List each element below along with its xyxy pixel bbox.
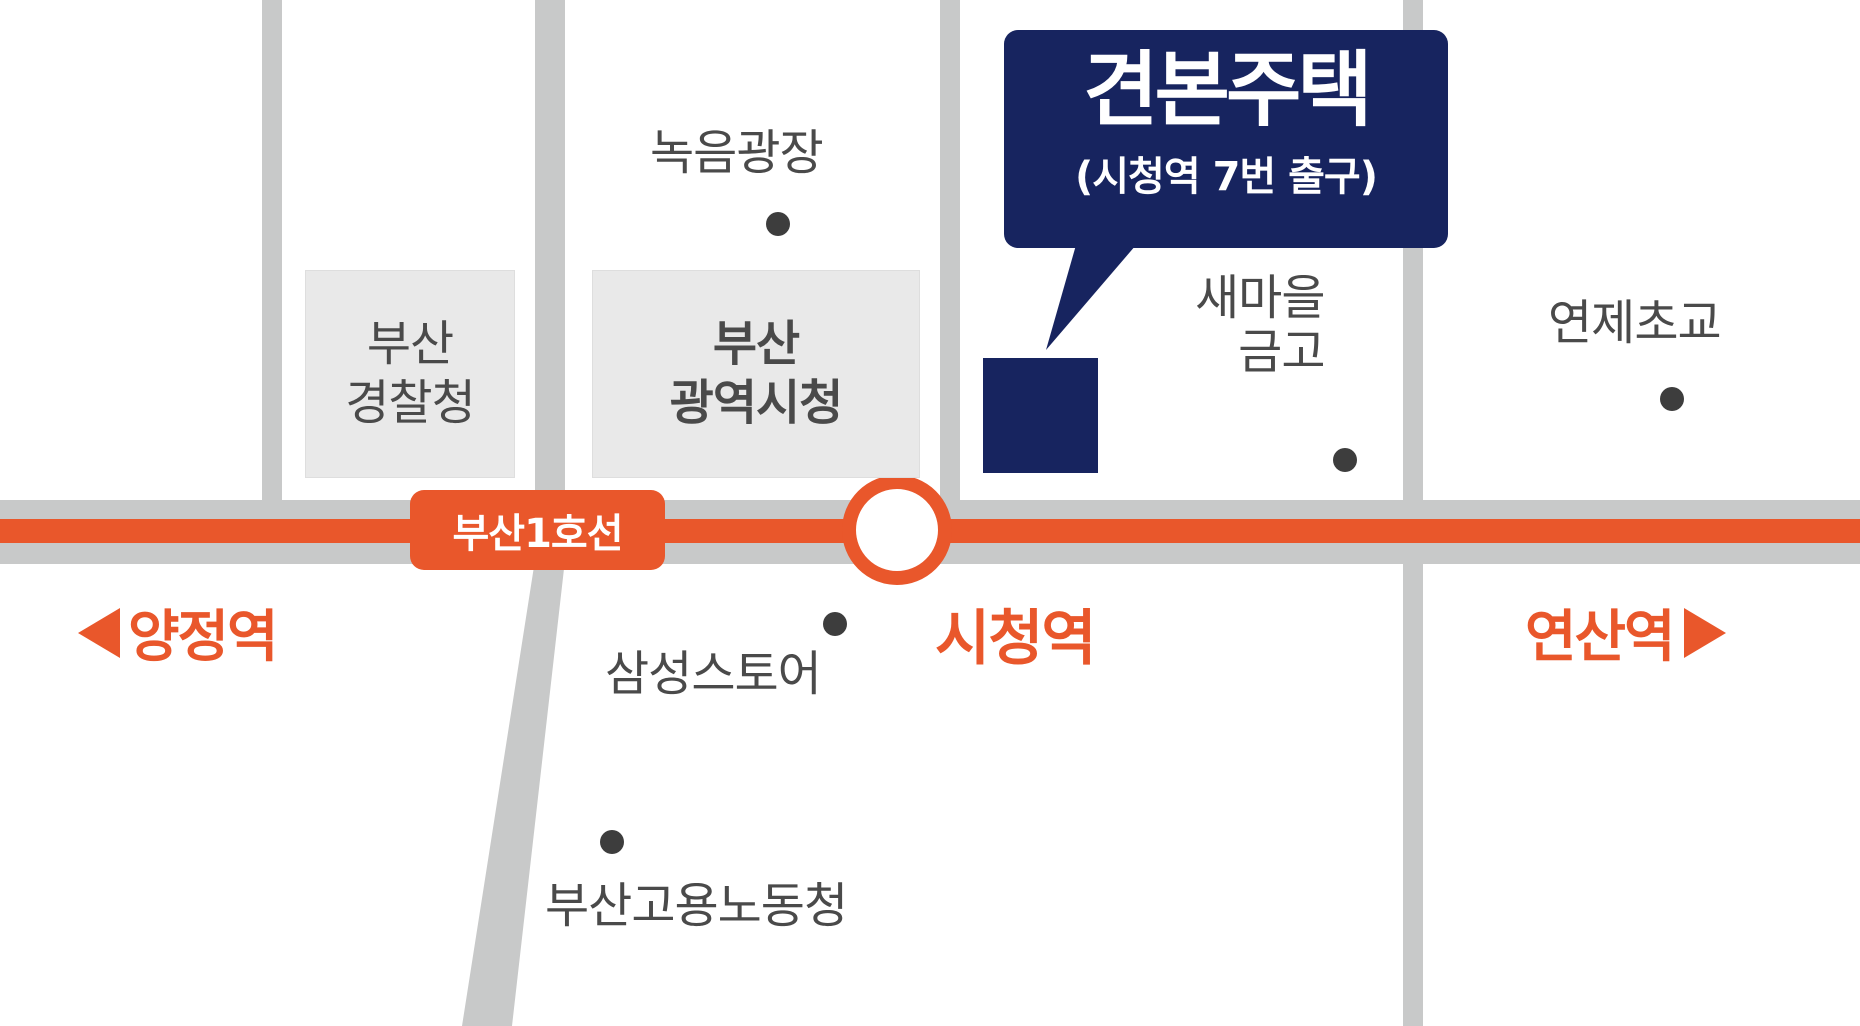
police-agency-building: 부산 경찰청 [305, 270, 515, 478]
saemaeul-label: 새마을 금고 [1195, 270, 1325, 380]
destination-callout: 견본주택 (시청역 7번 출구) [1004, 30, 1448, 248]
triangle-right-icon [1683, 607, 1726, 658]
location-square-icon [983, 358, 1098, 473]
prev-station-label: 양정역 [128, 605, 279, 670]
road-vertical-1 [262, 0, 282, 500]
subway-line-badge: 부산1호선 [410, 490, 665, 570]
city-hall-label-line1: 부산 [712, 316, 800, 373]
saemaeul-label-line1: 새마을 [1195, 270, 1325, 326]
city-hall-label-line2: 광역시청 [669, 375, 844, 431]
samsung-store-label: 삼성스토어 [605, 646, 822, 702]
next-station-label: 연산역 [1525, 605, 1676, 670]
callout-pointer [1046, 245, 1136, 350]
school-label: 연제초교 [1548, 295, 1722, 351]
plaza-label: 녹음광장 [650, 125, 824, 181]
current-station-label: 시청역 [935, 604, 1097, 674]
road-vertical-3 [940, 0, 960, 500]
next-station: 연산역 [1525, 592, 1726, 673]
saemaeul-dot-icon [1333, 448, 1357, 472]
prev-station: 양정역 [78, 592, 279, 673]
station-circle-icon [842, 475, 952, 585]
triangle-left-icon [78, 607, 120, 658]
school-dot-icon [1660, 387, 1684, 411]
saemaeul-label-line2: 금고 [1238, 323, 1325, 380]
destination-detail: (시청역 7번 출구) [1074, 154, 1378, 201]
police-agency-label-line2: 경찰청 [345, 375, 475, 431]
police-agency-label-line1: 부산 [366, 316, 454, 373]
road-vertical-diagonal [462, 0, 565, 1026]
destination-title: 견본주택 [1083, 43, 1373, 138]
labor-office-dot-icon [600, 830, 624, 854]
city-hall-building: 부산 광역시청 [592, 270, 920, 478]
labor-office-label: 부산고용노동청 [545, 878, 848, 934]
plaza-dot-icon [766, 212, 790, 236]
samsung-dot-icon [823, 612, 847, 636]
